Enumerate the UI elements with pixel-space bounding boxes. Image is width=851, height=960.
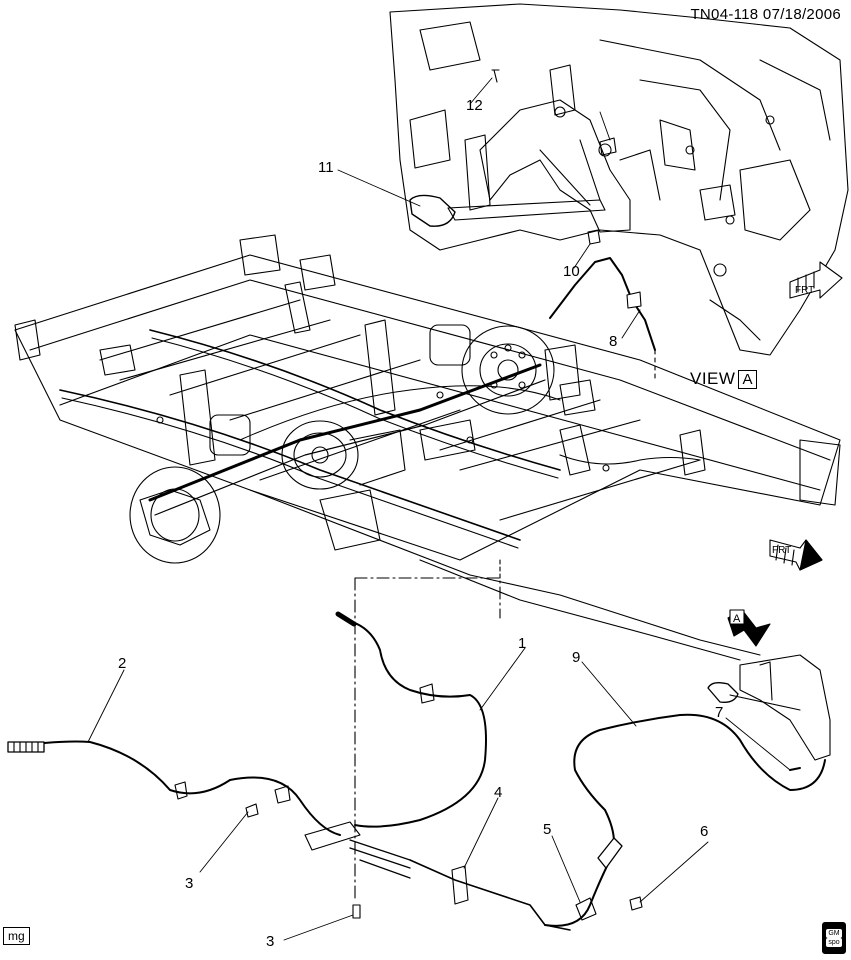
frt-label-lower: FRT xyxy=(772,545,791,556)
view-pointer-letter: A xyxy=(733,613,741,625)
callout-8-upper: 8 xyxy=(609,333,617,350)
view-label-text: VIEW xyxy=(690,369,736,388)
gm-logo-top: GM xyxy=(826,929,842,938)
vehicle-frame-drawing xyxy=(14,234,841,661)
callout-6: 6 xyxy=(700,823,708,840)
callout-5: 5 xyxy=(543,821,551,838)
view-a-pointer-arrow xyxy=(727,609,771,647)
mg-badge: mg xyxy=(3,927,30,945)
callout-11: 12 xyxy=(466,97,483,114)
cable-bracket-4 xyxy=(451,865,469,905)
left-rear-cable-2 xyxy=(9,740,341,836)
bolt-3-lower xyxy=(352,904,361,919)
bolt-6 xyxy=(629,896,643,911)
callout-4: 4 xyxy=(494,784,502,801)
document-date: 07/18/2006 xyxy=(762,6,841,23)
frt-arrow-lower xyxy=(769,539,823,571)
intermediate-cable-1 xyxy=(344,619,487,828)
routing-reference-lines xyxy=(354,577,501,901)
callout-10: 11 xyxy=(318,159,334,176)
callout-3-lower: 3 xyxy=(266,933,274,950)
cable-equalizer xyxy=(304,821,361,851)
frt-arrow-upper xyxy=(789,261,843,299)
callout-9: 10 xyxy=(563,263,580,280)
callout-labels: 12 11 10 8 1 2 3 3 4 5 6 7 9 xyxy=(118,97,723,950)
frt-label-upper: FRT xyxy=(795,285,814,296)
cable-clip-5 xyxy=(575,897,597,921)
gm-spo-logo: GM spo xyxy=(822,922,846,954)
callout-8-lower: 9 xyxy=(572,649,580,666)
park-brake-pedal-assembly xyxy=(409,64,631,233)
front-cable-upper xyxy=(549,257,656,351)
pedal-inset-drawing xyxy=(707,654,831,771)
callout-2: 2 xyxy=(118,655,126,672)
firewall-panel-drawing xyxy=(389,3,849,356)
view-label-letter: A xyxy=(738,370,757,389)
callout-1: 1 xyxy=(518,635,526,652)
bolt-11 xyxy=(491,69,500,83)
callout-leader-lines xyxy=(87,77,791,941)
gm-logo-bottom: spo xyxy=(826,938,842,947)
callout-3-upper: 3 xyxy=(185,875,193,892)
bolt-3-upper xyxy=(245,803,259,818)
front-cable-8-lower xyxy=(544,713,826,927)
nut-9 xyxy=(587,229,601,245)
callout-7: 7 xyxy=(715,704,723,721)
